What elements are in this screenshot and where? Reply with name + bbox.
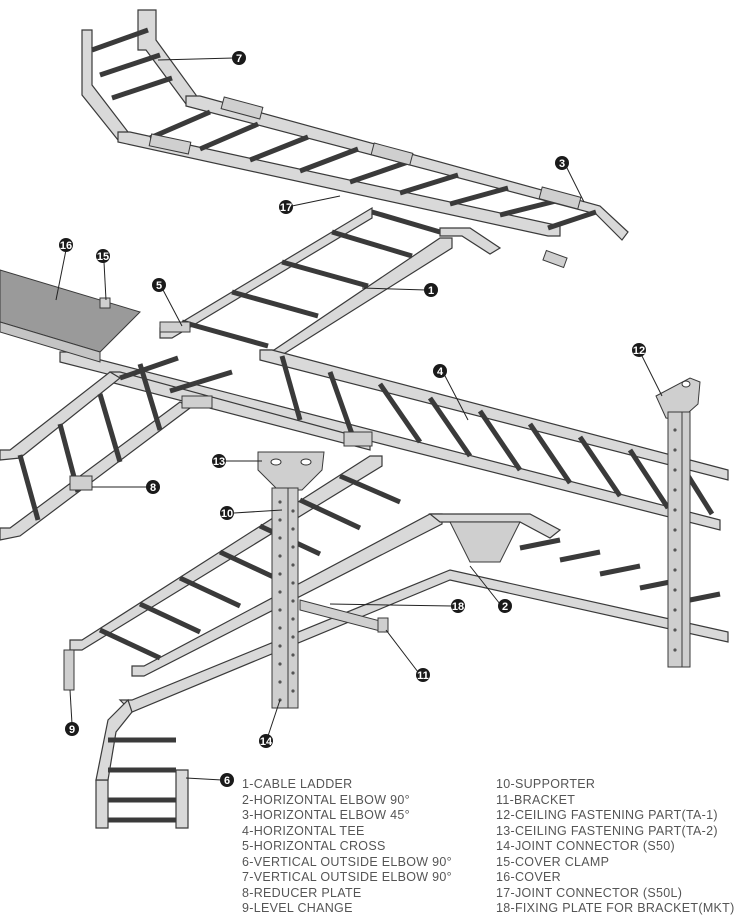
legend-item: 14-JOINT CONNECTOR (S50) [496,839,675,853]
legend-item: 13-CEILING FASTENING PART(TA-2) [496,823,718,838]
callout-3: 3 [559,158,565,170]
callout-16: 16 [60,240,72,252]
callout-1: 1 [428,285,434,297]
main-ladder-system [0,206,729,541]
lower-ladder-assembly [63,455,729,829]
supporter-right [655,377,701,668]
callout-11: 11 [417,670,429,682]
legend-item: 3-HORIZONTAL ELBOW 45° [242,808,410,822]
legend-item: 7-VERTICAL OUTSIDE ELBOW 90° [242,870,452,884]
callout-10: 10 [221,508,233,520]
legend-right: 10-SUPPORTER 11-BRACKET 12-CEILING FASTE… [496,777,735,917]
legend-item: 4-HORIZONTAL TEE [242,823,365,838]
legend-left: 1-CABLE LADDER 2-HORIZONTAL ELBOW 90° 3-… [242,777,452,917]
callout-15: 15 [97,251,109,263]
legend-item: 5-HORIZONTAL CROSS [242,839,386,853]
legend-item: 15-COVER CLAMP [496,854,610,869]
callout-13: 13 [213,456,225,468]
callout-14: 14 [260,736,273,748]
top-ladder-assembly [81,9,629,269]
legend-item: 8-REDUCER PLATE [242,885,362,900]
main-run-rungs [119,355,715,516]
top-run-rungs [149,109,597,231]
callout-7: 7 [236,53,242,65]
legend-item: 9-LEVEL CHANGE [242,901,353,915]
cover [0,269,141,353]
callout-2: 2 [502,601,508,613]
callout-18: 18 [452,601,464,613]
callout-9: 9 [69,724,75,736]
callout-12: 12 [633,345,645,357]
callout-4: 4 [437,366,444,378]
callout-5: 5 [156,280,162,292]
callout-8: 8 [150,482,156,494]
legend-item: 12-CEILING FASTENING PART(TA-1) [496,808,718,822]
supporter-left [257,451,325,709]
callout-17: 17 [280,202,292,214]
legend-item: 2-HORIZONTAL ELBOW 90° [242,792,410,807]
callouts: 1 2 3 4 5 6 7 8 9 10 [55,51,663,787]
legend-item: 11-BRACKET [496,792,576,807]
legend-item: 6-VERTICAL OUTSIDE ELBOW 90° [242,854,452,869]
legend-item: 16-COVER [496,870,561,884]
legend-item: 18-FIXING PLATE FOR BRACKET(MKT) [496,901,735,915]
legend-item: 1-CABLE LADDER [242,777,353,791]
callout-6: 6 [224,775,230,787]
legend-item: 17-JOINT CONNECTOR (S50L) [496,885,683,900]
legend-item: 10-SUPPORTER [496,777,596,791]
